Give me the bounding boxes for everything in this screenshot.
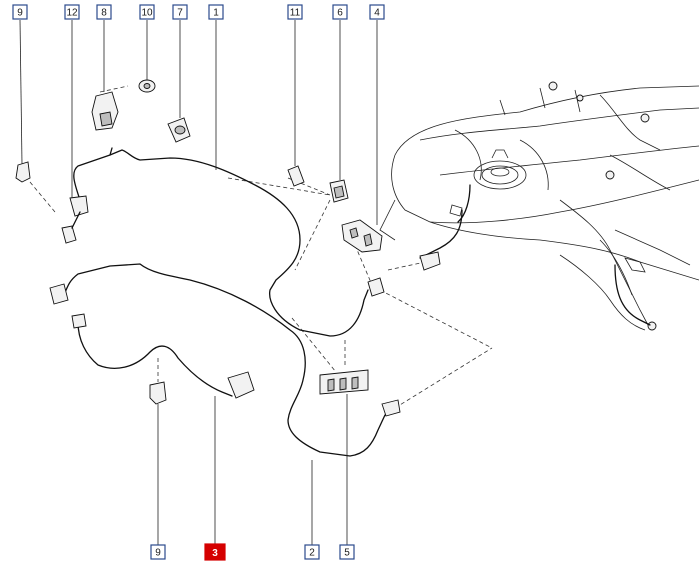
brake-pipe-3 <box>63 263 386 457</box>
bracket-8 <box>91 91 119 131</box>
callout-9-bottom: 9 <box>150 544 166 560</box>
svg-text:1: 1 <box>213 8 219 19</box>
fuel-tank-assembly <box>379 81 699 331</box>
svg-text:9: 9 <box>155 548 161 559</box>
fitting-12 <box>61 195 89 244</box>
svg-text:11: 11 <box>290 8 301 19</box>
pipe-fittings <box>49 251 441 417</box>
svg-text:8: 8 <box>101 8 107 19</box>
connector-block-5 <box>319 369 369 395</box>
svg-text:3: 3 <box>212 548 218 559</box>
callout-leaders <box>19 19 378 545</box>
svg-text:5: 5 <box>344 548 350 559</box>
callout-10: 10 <box>139 4 155 20</box>
callout-4: 4 <box>369 4 385 20</box>
svg-text:7: 7 <box>177 8 183 19</box>
svg-text:12: 12 <box>66 8 78 19</box>
clip-6 <box>329 179 349 203</box>
svg-text:4: 4 <box>374 8 380 19</box>
callout-6: 6 <box>332 4 348 20</box>
callout-12: 12 <box>64 4 80 20</box>
brake-pipe-1 <box>73 147 369 337</box>
grommet-7 <box>167 117 191 143</box>
callout-11: 11 <box>287 4 303 20</box>
clip-11 <box>287 165 305 187</box>
clip-9-lower <box>149 381 167 405</box>
callout-9-top: 9 <box>12 4 28 20</box>
callout-8: 8 <box>96 4 112 20</box>
callout-1: 1 <box>208 4 224 20</box>
reference-lines <box>29 85 493 409</box>
callout-7: 7 <box>172 4 188 20</box>
nut-10 <box>138 79 156 93</box>
callout-2: 2 <box>304 544 320 560</box>
svg-text:10: 10 <box>141 8 153 19</box>
callout-3-highlighted: 3 <box>204 543 226 561</box>
callout-5: 5 <box>339 544 355 560</box>
svg-text:6: 6 <box>337 8 343 19</box>
bracket-4 <box>341 219 383 253</box>
svg-text:2: 2 <box>309 548 315 559</box>
clip-9-upper <box>15 161 31 183</box>
svg-text:9: 9 <box>17 8 23 19</box>
